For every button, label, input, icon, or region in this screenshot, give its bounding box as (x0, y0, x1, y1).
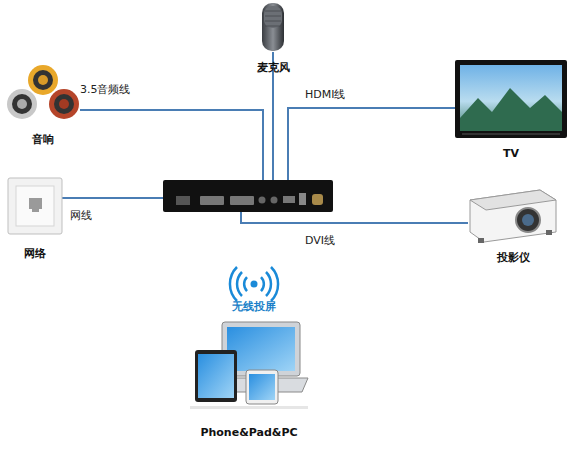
device-name: Phone&Pad&PC (168, 426, 330, 439)
tv-icon (455, 60, 567, 138)
cable-lines (62, 52, 468, 223)
cable-label: DVI线 (305, 233, 335, 248)
speaker-icon (7, 65, 79, 119)
central-box (163, 180, 333, 212)
device-name: 无线投屏 (208, 299, 300, 314)
cable-label: 网线 (70, 208, 92, 223)
projector-node: 投影仪 (468, 188, 558, 264)
microphone-icon (262, 3, 284, 51)
speaker-node: 音响 (5, 64, 81, 146)
network-socket-icon (8, 178, 62, 234)
device-name: 麦克风 (236, 60, 310, 75)
projector-icon (470, 190, 556, 243)
wireless-icon (230, 267, 278, 301)
cable-label: 3.5音频线 (80, 82, 131, 97)
network-node: 网络 (6, 176, 64, 260)
device-name: TV (435, 147, 578, 160)
device-name: 音响 (0, 132, 101, 147)
device-name: 网络 (0, 246, 84, 261)
devices-node: Phone&Pad&PC (188, 320, 310, 442)
tv-node: TV (455, 58, 567, 162)
devices-icon (190, 322, 308, 409)
device-name: 投影仪 (448, 250, 578, 265)
cable-label: HDMI线 (305, 87, 345, 102)
wireless-node: 无线投屏 (228, 264, 280, 314)
microphone-node: 麦克风 (256, 2, 290, 74)
